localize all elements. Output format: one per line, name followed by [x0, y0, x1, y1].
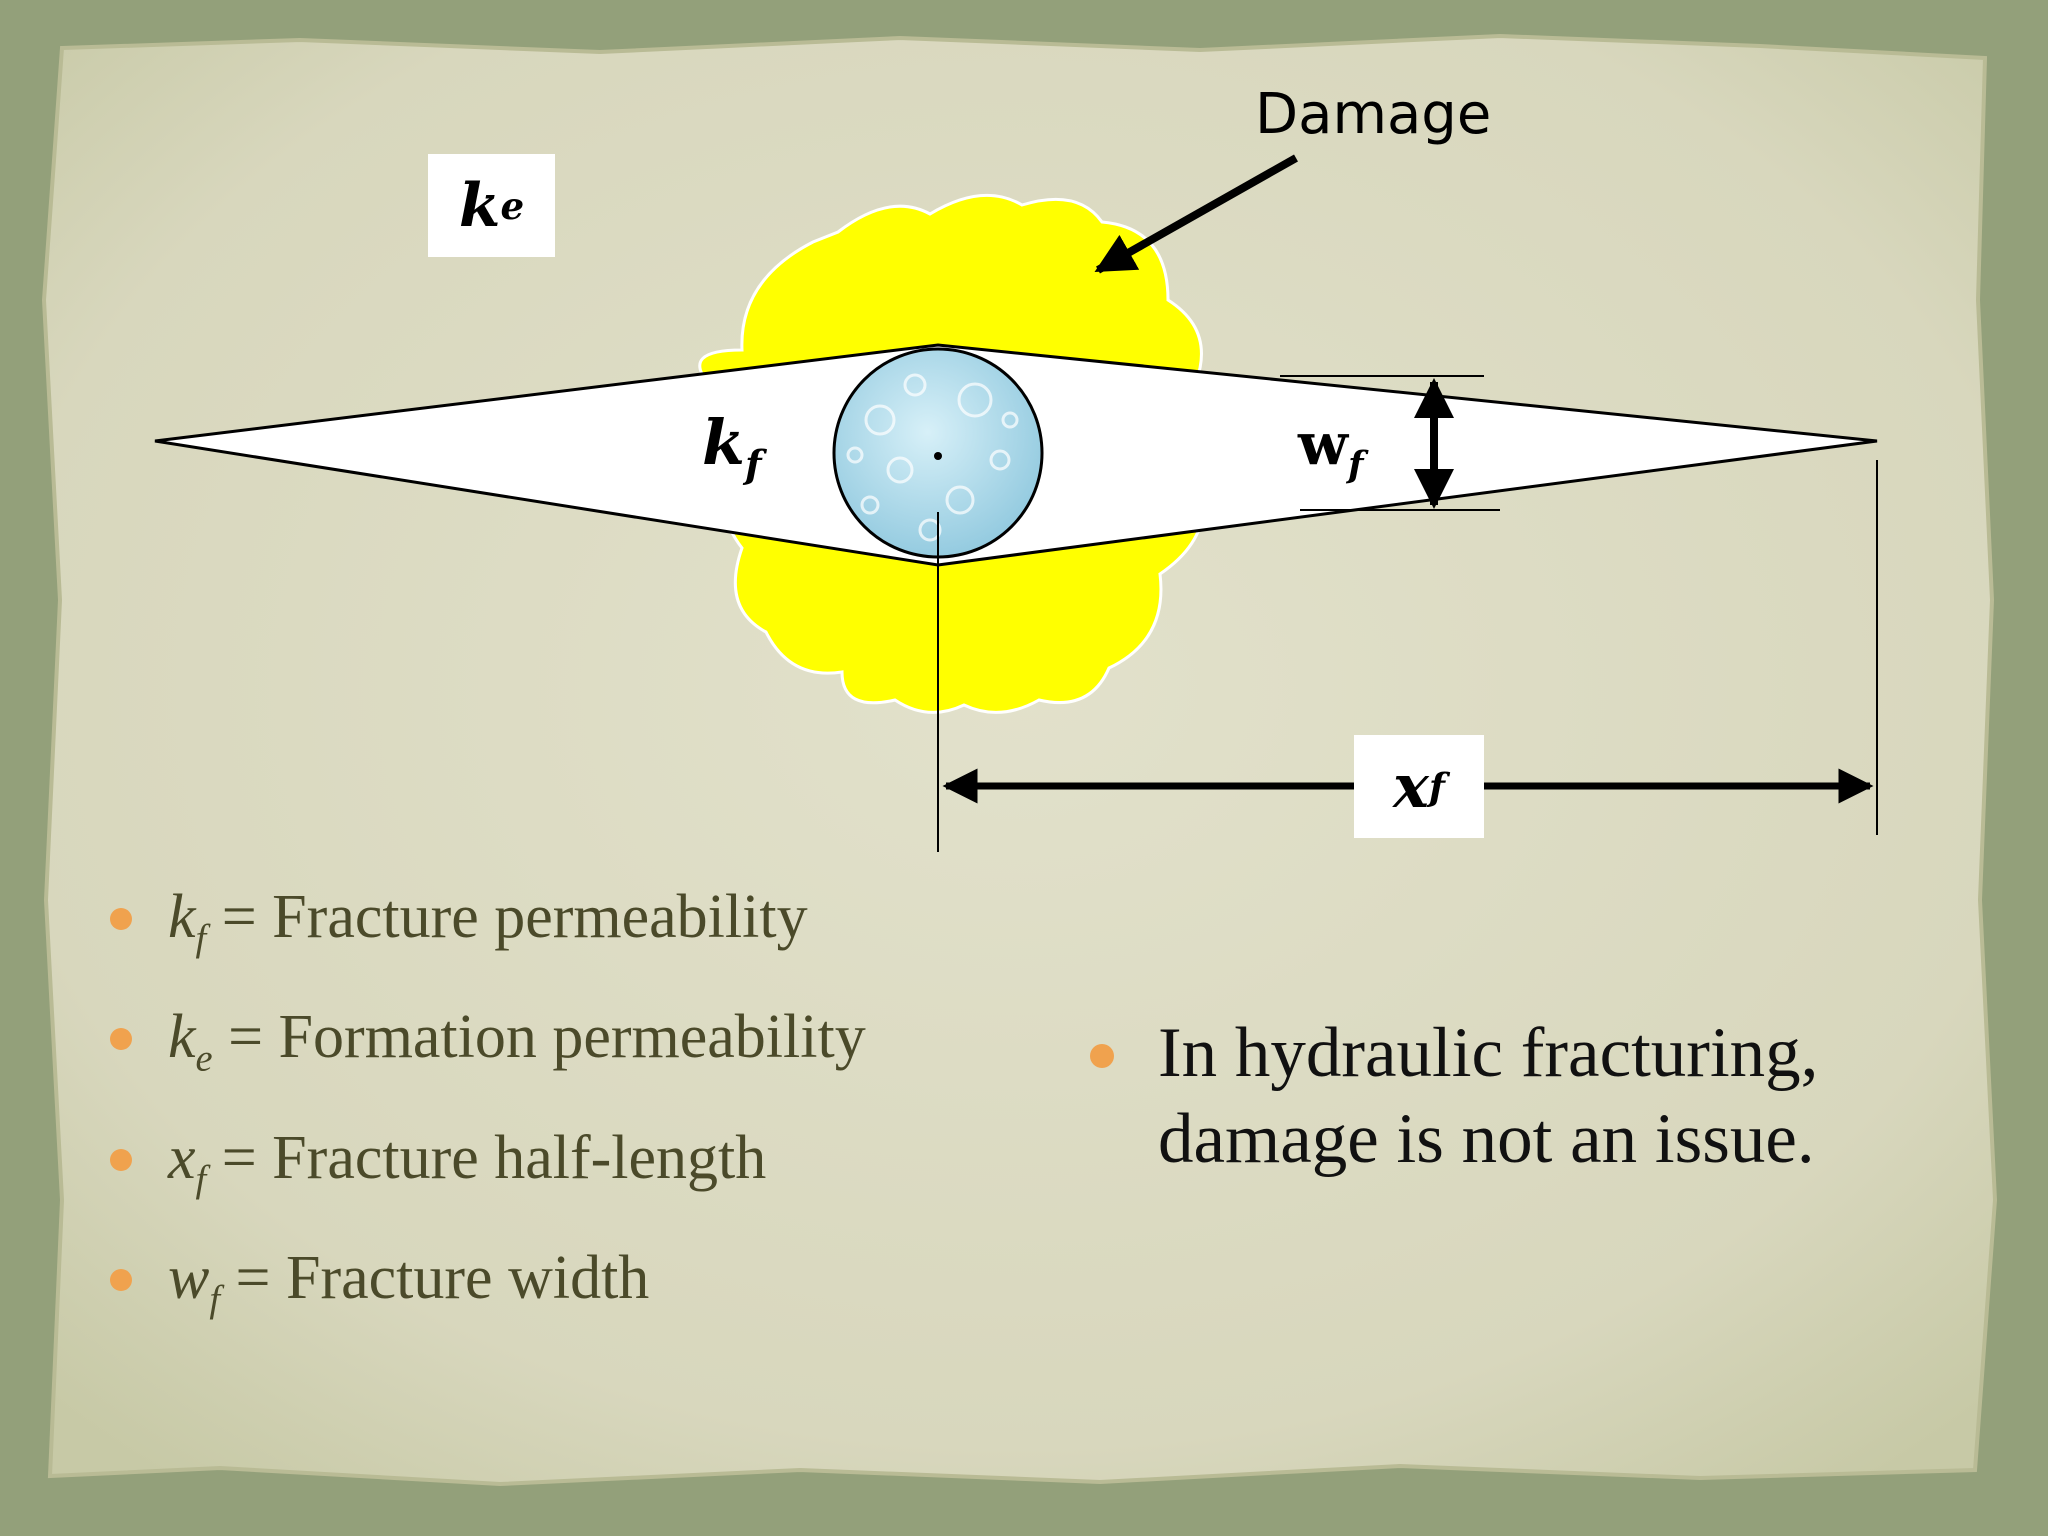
bullet-icon: [110, 908, 132, 930]
definition-item: wf = Fracture width: [110, 1229, 866, 1349]
definition-item: xf = Fracture half-length: [110, 1109, 866, 1229]
definition-text: = Fracture width: [220, 1244, 650, 1313]
bullet-icon: [110, 1269, 132, 1292]
note-bullet: In hydraulic fracturing, damage is not a…: [1090, 1010, 1950, 1182]
xf-subscript: f: [1428, 764, 1445, 809]
note-text: In hydraulic fracturing, damage is not a…: [1158, 1014, 1819, 1178]
kf-symbol: k: [702, 406, 745, 479]
bullet-icon: [110, 1148, 132, 1171]
definition-subscript: f: [209, 1278, 221, 1321]
damage-label: Damage: [1255, 82, 1492, 147]
definition-text: = Fracture permeability: [206, 883, 808, 951]
wf-symbol: w: [1298, 410, 1348, 478]
damage-pointer-arrow: [1094, 154, 1298, 274]
ke-symbol: k: [458, 170, 501, 241]
wf-subscript: f: [1347, 443, 1364, 486]
bullet-icon: [1090, 1044, 1114, 1068]
xf-symbol: x: [1393, 751, 1429, 822]
definition-symbol: x: [168, 1123, 196, 1192]
definition-symbol: k: [168, 883, 196, 951]
definitions-list: kf = Fracture permeability ke = Formatio…: [110, 868, 866, 1350]
fracture-permeability-label: kf: [702, 406, 762, 487]
definition-subscript: f: [195, 917, 207, 960]
definition-subscript: e: [195, 1037, 213, 1080]
ke-subscript: e: [500, 183, 525, 228]
water-droplets: [846, 373, 1019, 542]
definition-text: = Formation permeability: [212, 1003, 866, 1072]
fracture-width-label: wf: [1298, 410, 1363, 486]
kf-subscript: f: [744, 442, 762, 488]
definition-item: ke = Formation permeability: [110, 988, 866, 1108]
definition-symbol: k: [168, 1003, 196, 1072]
wellbore-center: [934, 452, 942, 460]
definition-text: = Fracture half-length: [206, 1123, 767, 1192]
definition-subscript: f: [195, 1158, 207, 1201]
bullet-icon: [110, 1028, 132, 1051]
definition-symbol: w: [168, 1244, 210, 1313]
definition-item: kf = Fracture permeability: [110, 868, 866, 988]
